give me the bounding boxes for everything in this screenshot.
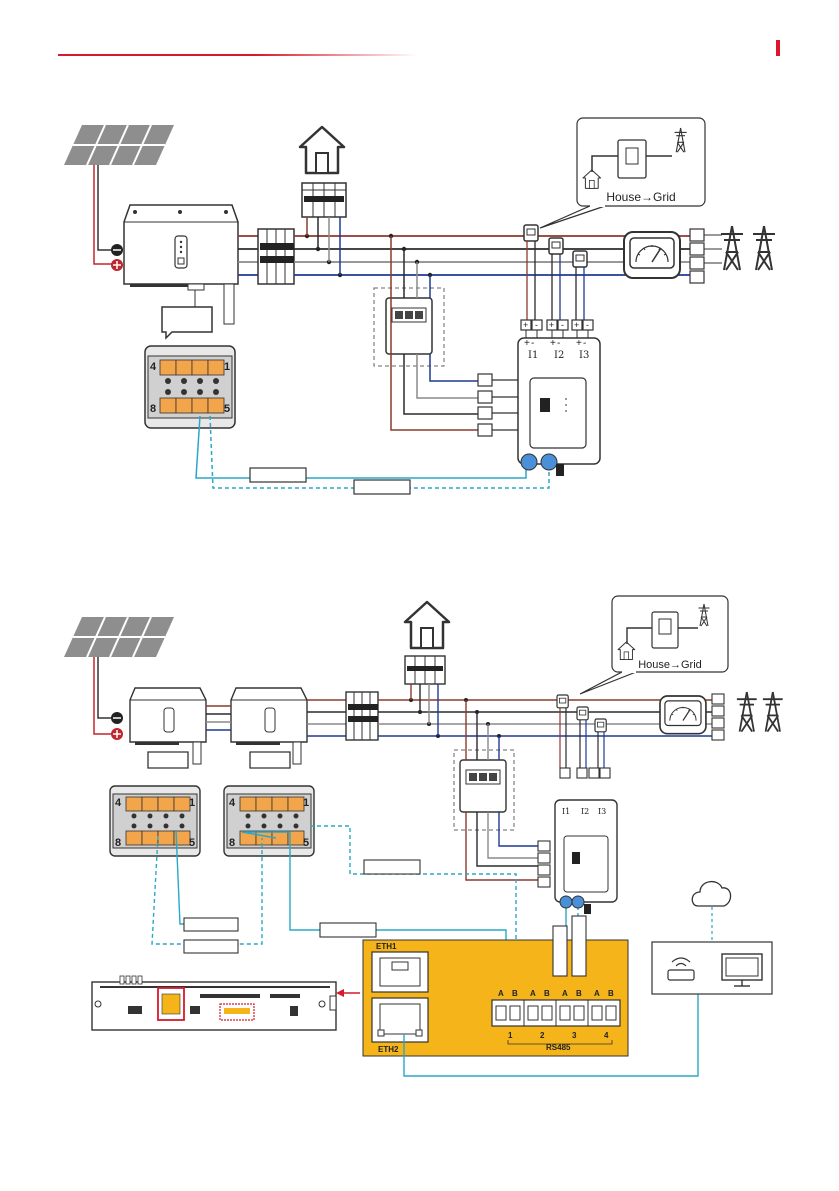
ct-clamp-icon xyxy=(549,238,563,254)
cable-label-box xyxy=(364,860,420,874)
ct-clamp-icon xyxy=(595,719,606,732)
svg-text:+: + xyxy=(576,338,582,349)
grid-tower-icon xyxy=(721,226,743,270)
rs485-port-icon xyxy=(521,454,537,470)
rs485-port-icon xyxy=(541,454,557,470)
rs485-pin-label: A xyxy=(530,989,536,998)
diagram-single-inverter: +- +- +- I1 I2 I3 +- +- +- xyxy=(64,118,775,494)
pin-label: 4 xyxy=(229,797,236,809)
popup-label: House→Grid xyxy=(638,659,702,671)
eth2-label: ETH2 xyxy=(378,1045,399,1054)
cable-label-box xyxy=(354,480,410,494)
house-icon xyxy=(405,602,449,648)
rs485-group-label: 4 xyxy=(604,1031,609,1040)
ct-clamp-icon xyxy=(557,695,568,708)
grid-tower-icon xyxy=(763,692,783,732)
pin-label: 4 xyxy=(115,797,122,809)
arrow-icon xyxy=(336,989,344,997)
rs485-group-label: 2 xyxy=(540,1031,545,1040)
pin-label: 4 xyxy=(150,361,157,373)
rs485-pin-label: B xyxy=(512,989,518,998)
rs485-pin-label: A xyxy=(562,989,568,998)
pin-label: 5 xyxy=(189,837,195,849)
eth2-port-icon xyxy=(372,998,428,1042)
grid-tower-icon xyxy=(737,692,757,732)
power-meter-breaker-icon xyxy=(386,298,432,354)
datalogger-device-icon xyxy=(92,976,336,1030)
terminal-label-i3: I3 xyxy=(598,807,606,816)
svg-text:-: - xyxy=(561,320,564,330)
terminal-label-i2: I2 xyxy=(581,807,589,816)
rs485-terminal-block xyxy=(492,1000,620,1026)
pin-label: 8 xyxy=(150,403,156,415)
pin-label: 8 xyxy=(229,837,235,849)
house-to-grid-popup: House→Grid xyxy=(580,596,728,694)
svg-text:-: - xyxy=(557,338,560,349)
inverter-icon xyxy=(124,205,238,324)
terminal-label-i3: I3 xyxy=(579,350,589,361)
svg-text:+: + xyxy=(523,320,528,330)
svg-text:+: + xyxy=(550,338,556,349)
grid-tower-icon xyxy=(753,226,775,270)
pin-label: 5 xyxy=(303,837,309,849)
cable-label-box xyxy=(184,940,238,953)
svg-text:+: + xyxy=(549,320,554,330)
rs485-group-label: 3 xyxy=(572,1031,577,1040)
ct-clamp-icon xyxy=(524,225,538,241)
svg-text:-: - xyxy=(535,320,538,330)
rs485-pin-label: A xyxy=(498,989,504,998)
pin-label: 1 xyxy=(303,797,309,809)
rs485-pin-label: A xyxy=(594,989,600,998)
com-connector-1-icon: 4 1 8 5 xyxy=(110,786,200,856)
grid-meter-icon xyxy=(624,232,680,278)
ct-clamp-icon xyxy=(577,707,588,720)
power-meter-breaker-icon xyxy=(460,760,506,812)
rs485-pin-label: B xyxy=(608,989,614,998)
house-to-grid-popup: House→Grid xyxy=(540,118,705,228)
callout-bubble xyxy=(250,752,290,768)
terminal-label-i1: I1 xyxy=(562,807,570,816)
pin-label: 8 xyxy=(115,837,121,849)
load-breaker-icon xyxy=(405,656,445,684)
terminal-label-i2: I2 xyxy=(554,350,564,361)
com-connector-2-icon: 4 1 8 5 xyxy=(224,786,314,856)
pin-label: 1 xyxy=(224,361,230,373)
rs485-port-icon xyxy=(572,896,584,908)
header-marker xyxy=(776,40,780,56)
rs485-pin-label: B xyxy=(544,989,550,998)
eth1-label: ETH1 xyxy=(376,942,397,951)
rs485-port-icon xyxy=(560,896,572,908)
popup-label: House→Grid xyxy=(606,190,675,204)
house-icon xyxy=(300,127,344,173)
load-breaker-icon xyxy=(302,183,346,217)
ac-breaker-icon xyxy=(258,229,294,284)
cable-label-box xyxy=(320,923,376,937)
rs485-group-label: 1 xyxy=(508,1031,513,1040)
diagram-parallel-inverters: I1 I2 I3 xyxy=(64,596,783,1076)
cloud-icon xyxy=(692,882,730,906)
eth1-port-icon xyxy=(372,952,428,992)
pv-panel-icon xyxy=(64,617,174,657)
terminal-label-i1: I1 xyxy=(528,350,538,361)
grid-meter-icon xyxy=(660,696,706,734)
callout-bubble xyxy=(148,752,188,768)
callout-bubble xyxy=(162,307,212,338)
cable-label-box xyxy=(184,918,238,931)
svg-text:+: + xyxy=(524,338,530,349)
pin-label: 5 xyxy=(224,403,230,415)
pin-label: 1 xyxy=(189,797,195,809)
rs485-pin-label: B xyxy=(576,989,582,998)
pv-panel-icon xyxy=(64,125,174,165)
ct-clamp-icon xyxy=(573,251,587,267)
svg-text:-: - xyxy=(586,320,589,330)
ac-breaker-icon xyxy=(346,692,378,740)
header-rule xyxy=(58,54,418,56)
svg-text:-: - xyxy=(531,338,534,349)
svg-text:+: + xyxy=(574,320,579,330)
com-connector-icon: 4 1 8 5 xyxy=(145,346,235,428)
svg-text:-: - xyxy=(583,338,586,349)
cable-label-box xyxy=(250,468,306,482)
